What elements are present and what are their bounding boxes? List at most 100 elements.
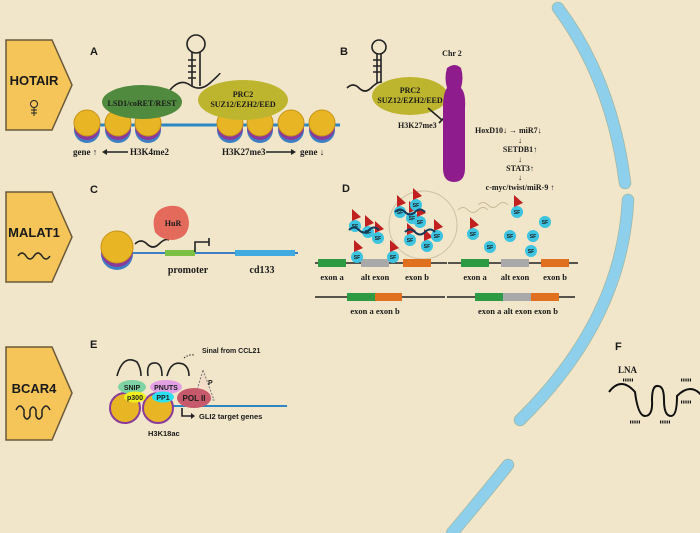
hur-label: HuR (165, 219, 182, 228)
exon-b (403, 259, 431, 267)
cd133-gene (235, 250, 295, 256)
chromosome-2 (443, 65, 466, 182)
hairpin-stem (188, 52, 201, 86)
promoter-label: promoter (168, 265, 209, 276)
h3k27me3-label: H3K27me3 (398, 121, 437, 130)
exon-b (375, 293, 402, 301)
phospho-flag (434, 219, 443, 231)
pre-mrna-right (448, 259, 578, 267)
splicing-factor: SF (421, 229, 433, 252)
phospho-flag (365, 215, 374, 227)
splicing-factor: SF (404, 223, 416, 246)
pol-ii-label: POL II (183, 394, 206, 403)
sf-label: SF (407, 238, 413, 244)
splicing-factor: SF (527, 230, 539, 242)
p300-protein (124, 391, 146, 403)
alt-exon (361, 259, 389, 267)
prc2-label: PRC2 (400, 86, 420, 95)
snip-label: SNIP (124, 385, 141, 392)
sf-label: SF (530, 234, 536, 240)
exon-label: exon b (405, 272, 429, 282)
exon-b (531, 293, 559, 301)
lsd1-label: LSD1/coRET/REST (108, 99, 178, 108)
phospho-label: P (208, 380, 213, 387)
splicing-factor: SF (504, 230, 516, 242)
prc2-complex (198, 80, 288, 120)
splicing-factor: SF (484, 241, 496, 253)
sf-label: SF (365, 230, 371, 236)
sf-label: SF (375, 236, 381, 242)
panel-letter: D (342, 183, 350, 195)
badge-malat1: MALAT1 (5, 191, 73, 283)
chromosome-label: Chr 2 (442, 49, 462, 58)
mrna-included (447, 293, 575, 301)
gene-up-label: gene ↑ (73, 147, 97, 157)
prc2-label: PRC2 (233, 90, 253, 99)
exon-a (318, 259, 346, 267)
pnuts-label: PNUTS (154, 385, 178, 392)
lsd1-complex (102, 85, 182, 119)
cd133-label: cd133 (250, 265, 275, 276)
pol-ii-protein (177, 388, 211, 408)
sf-label: SF (528, 249, 534, 255)
pnuts-protein (150, 380, 182, 394)
phospho-flag (514, 195, 523, 207)
panel-letter: E (90, 339, 97, 351)
rna-loops-icon (15, 405, 51, 420)
splicing-factor: SF (539, 216, 551, 228)
sf-label: SF (542, 220, 548, 226)
exon-a (461, 259, 489, 267)
phospho-flag (375, 221, 384, 233)
alt-exon (501, 259, 529, 267)
nucleosome (73, 109, 101, 143)
pp1-protein (152, 391, 174, 403)
phospho-flag (470, 217, 479, 229)
sf-label: SF (390, 255, 396, 261)
cascade-step: ↓ (518, 136, 522, 145)
panel-b: B PRC2 SUZ12/EZH2/EED H3K27me3 Chr 2 Hox… (340, 39, 555, 192)
exon-b (541, 259, 569, 267)
exon-label: alt exon (501, 272, 530, 282)
splicing-factor: SF (351, 240, 363, 263)
splicing-factor: SF (372, 221, 384, 244)
malat1-rna (348, 226, 380, 234)
sf-label: SF (424, 244, 430, 250)
sf-label: SF (507, 234, 513, 240)
sf-label: SF (434, 234, 440, 240)
cascade-step: c-myc/twist/miR-9 ↑ (486, 183, 555, 192)
panel-letter: A (90, 46, 98, 58)
badge-label: BCAR4 (12, 381, 58, 396)
prc2-subunits-label: SUZ12/EZH2/EED (377, 96, 443, 105)
exon-label: exon a (463, 272, 487, 282)
pre-mrna-left (315, 259, 447, 267)
sf-label: SF (514, 210, 520, 216)
promoter-region (165, 250, 195, 256)
sf-label: SF (413, 203, 419, 209)
cascade-step: SETDB1↑ (503, 145, 537, 154)
lna-modifications (623, 378, 691, 424)
malat1-rna (394, 208, 436, 236)
badge-hotair: HOTAIR (5, 39, 73, 131)
sf-label: SF (487, 245, 493, 251)
signal-arrow (183, 354, 195, 359)
phospho-flag (413, 188, 422, 200)
badge-label: MALAT1 (8, 225, 60, 240)
hairpin-loop (186, 34, 206, 54)
cascade-step: HoxD10↓ → miR7↓ (475, 126, 542, 135)
exon-label: exon a (320, 272, 344, 282)
malat1-rna (134, 238, 170, 248)
rna-strand (169, 72, 221, 91)
pp1-label: PP1 (156, 395, 169, 402)
exon-a (475, 293, 503, 301)
sf-label: SF (397, 210, 403, 216)
splicing-factor: SF (431, 219, 443, 242)
h3k18ac-label: H3K18ac (148, 429, 180, 438)
bcar4-rna (116, 359, 190, 377)
splicing-factor: SF (511, 195, 523, 218)
snip-protein (118, 380, 146, 394)
cascade-step: STAT3↑ (506, 164, 534, 173)
rna-wave-icon (17, 252, 51, 260)
phospho-flag (352, 209, 361, 221)
